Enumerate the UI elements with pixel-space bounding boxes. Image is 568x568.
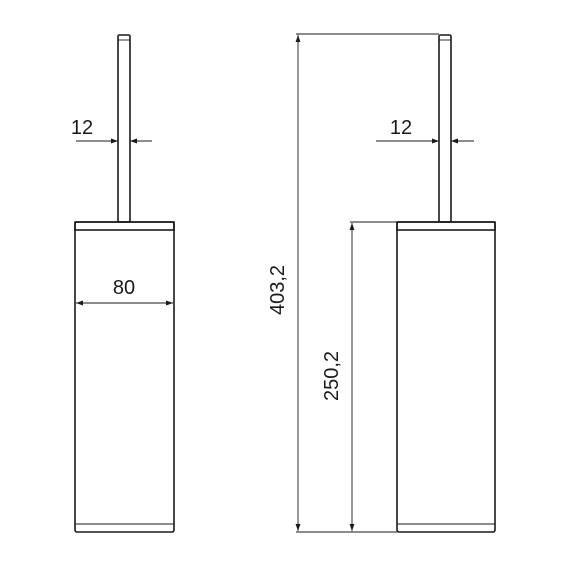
side-handle-width-label: 12	[390, 117, 412, 139]
front-body-width-dimension: 80	[76, 277, 173, 306]
front-view: 12 80	[71, 34, 175, 533]
front-handle-dimension: 12	[71, 117, 152, 144]
front-body	[74, 221, 175, 533]
front-handle-width-label: 12	[71, 117, 93, 139]
total-height-dimension: 403,2	[267, 33, 439, 533]
side-handle-dimension: 12	[376, 117, 474, 144]
front-handle	[117, 34, 131, 223]
body-height-label: 250,2	[321, 351, 343, 401]
body-height-dimension: 250,2	[321, 221, 397, 531]
front-body-width-label: 80	[113, 277, 135, 299]
side-view: 12 403,2 250,2	[267, 33, 496, 533]
side-body	[396, 221, 496, 533]
side-handle	[438, 34, 452, 223]
front-lid	[74, 221, 175, 231]
total-height-label: 403,2	[267, 265, 289, 315]
side-lid	[396, 221, 496, 231]
